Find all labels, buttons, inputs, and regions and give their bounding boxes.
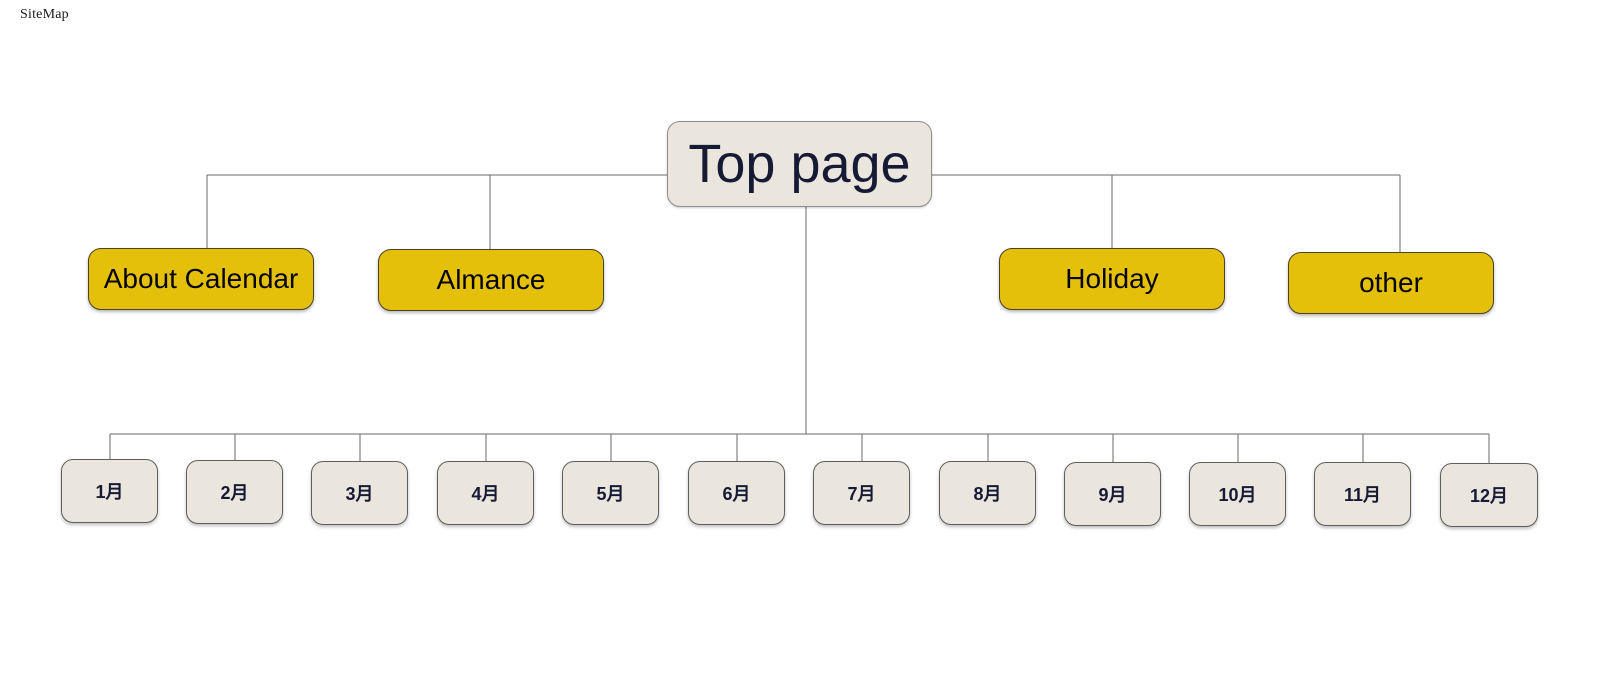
node-label: About Calendar	[103, 263, 299, 294]
node-label: Top page	[688, 134, 911, 194]
node-top-page[interactable]: Top page	[667, 121, 932, 207]
node-label: 6月	[722, 484, 751, 504]
node-month-11[interactable]: 11月	[1314, 462, 1411, 526]
node-month-3[interactable]: 3月	[311, 461, 408, 525]
node-month-7[interactable]: 7月	[813, 461, 910, 525]
node-almance[interactable]: Almance	[378, 249, 604, 311]
node-label: 4月	[471, 484, 500, 504]
node-month-10[interactable]: 10月	[1189, 462, 1286, 526]
node-label: 10月	[1218, 485, 1257, 505]
node-month-5[interactable]: 5月	[562, 461, 659, 525]
node-holiday[interactable]: Holiday	[999, 248, 1225, 310]
node-month-6[interactable]: 6月	[688, 461, 785, 525]
node-label: 12月	[1469, 486, 1509, 506]
node-month-8[interactable]: 8月	[939, 461, 1036, 525]
node-label: 3月	[345, 484, 374, 504]
node-label: 8月	[973, 484, 1002, 504]
node-month-2[interactable]: 2月	[186, 460, 283, 524]
node-label: 9月	[1098, 485, 1127, 505]
node-label: 7月	[847, 484, 876, 504]
node-month-4[interactable]: 4月	[437, 461, 534, 525]
node-month-9[interactable]: 9月	[1064, 462, 1161, 526]
page-title: SiteMap	[20, 7, 69, 22]
node-label: 5月	[596, 484, 625, 504]
node-label: Holiday	[1065, 263, 1159, 294]
node-label: other	[1359, 267, 1423, 298]
node-label: Almance	[436, 264, 546, 295]
node-about-calendar[interactable]: About Calendar	[88, 248, 314, 310]
node-month-1[interactable]: 1月	[61, 459, 158, 523]
node-month-12[interactable]: 12月	[1440, 463, 1538, 527]
node-other[interactable]: other	[1288, 252, 1494, 314]
node-label: 11月	[1343, 485, 1382, 505]
node-label: 1月	[95, 482, 124, 502]
node-label: 2月	[220, 483, 249, 503]
